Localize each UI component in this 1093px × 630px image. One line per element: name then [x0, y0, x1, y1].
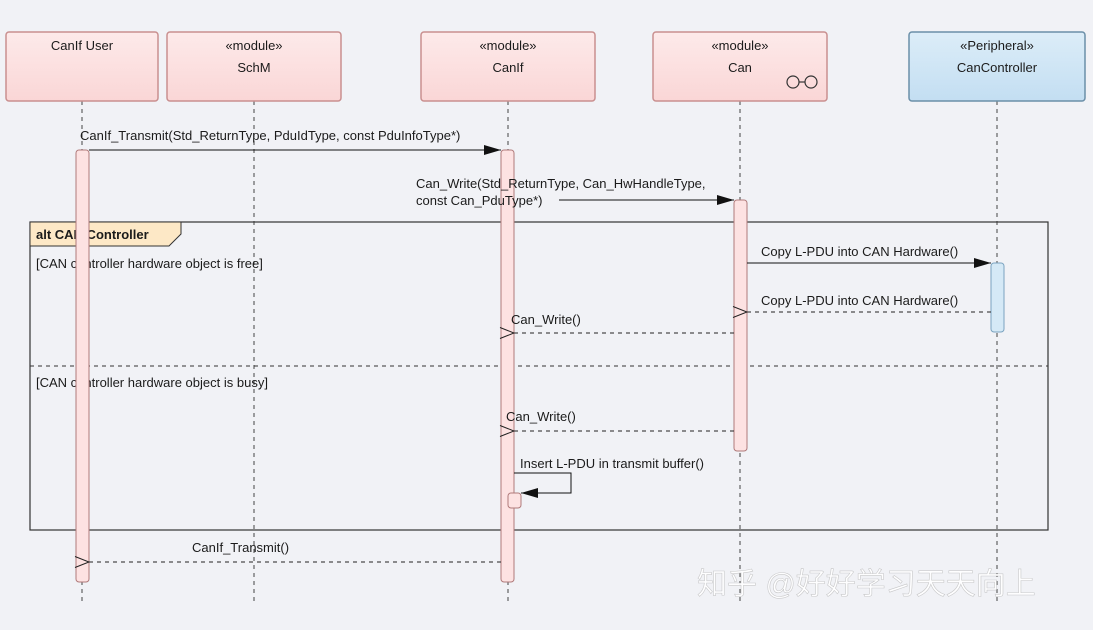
- msg-can-write-label-line2: const Can_PduType*): [416, 193, 542, 208]
- activation-can: [733, 199, 748, 452]
- msg-canif-transmit-return-label: CanIf_Transmit(): [192, 540, 289, 555]
- participant-cancontroller-box: [908, 31, 1086, 102]
- msg-copy-lpdu-return-label: Copy L-PDU into CAN Hardware(): [761, 293, 958, 308]
- alt-fragment: alt CAN Controller [CAN controller hardw…: [29, 221, 1049, 531]
- msg-can-write-return-free-label: Can_Write(): [511, 312, 581, 327]
- msg-can-write-label-line1: Can_Write(Std_ReturnType, Can_HwHandleTy…: [416, 176, 706, 191]
- msg-can-write-return-busy-label: Can_Write(): [506, 409, 576, 424]
- alt-fragment-frame: [29, 221, 1049, 531]
- participants: CanIf User «module» SchM «module» CanIf …: [5, 31, 1086, 102]
- participant-schm-name: SchM: [237, 60, 270, 75]
- participant-canif-user: CanIf User: [5, 31, 159, 102]
- participant-schm-box: [166, 31, 342, 102]
- alt-guard-busy: [CAN controller hardware object is busy]: [36, 375, 268, 390]
- alt-fragment-tab: [29, 221, 182, 247]
- msg-insert-lpdu-self-arrow: [514, 472, 572, 498]
- participant-canif-user-box: [5, 31, 159, 102]
- activation-cancontroller: [990, 262, 1005, 333]
- activation-canif-user: [75, 149, 90, 583]
- participant-can-box: [652, 31, 828, 102]
- msg-canif-transmit-label: CanIf_Transmit(Std_ReturnType, PduIdType…: [80, 128, 460, 143]
- participant-canif-box: [420, 31, 596, 102]
- subsystem-link-icon: [786, 75, 818, 89]
- activation-canif-self: [507, 492, 522, 509]
- messages: CanIf_Transmit(Std_ReturnType, PduIdType…: [80, 128, 991, 562]
- participant-canif-stereotype: «module»: [479, 38, 536, 53]
- activation-canif: [500, 149, 515, 583]
- participant-canif: «module» CanIf: [420, 31, 596, 102]
- msg-insert-lpdu-label: Insert L-PDU in transmit buffer(): [520, 456, 704, 471]
- alt-fragment-title: alt CAN Controller: [36, 227, 149, 242]
- participant-cancontroller-name: CanController: [957, 60, 1038, 75]
- alt-guard-free: [CAN controller hardware object is free]: [36, 256, 263, 271]
- msg-copy-lpdu-label: Copy L-PDU into CAN Hardware(): [761, 244, 958, 259]
- participant-canif-name: CanIf: [492, 60, 523, 75]
- participant-cancontroller-stereotype: «Peripheral»: [960, 38, 1034, 53]
- participant-can-name: Can: [728, 60, 752, 75]
- participant-canif-user-name: CanIf User: [51, 38, 114, 53]
- participant-can-stereotype: «module»: [711, 38, 768, 53]
- participant-schm: «module» SchM: [166, 31, 342, 102]
- participant-schm-stereotype: «module»: [225, 38, 282, 53]
- participant-can: «module» Can: [652, 31, 828, 102]
- activations: [75, 149, 1005, 583]
- participant-cancontroller: «Peripheral» CanController: [908, 31, 1086, 102]
- zhihu-watermark: 知乎 @好好学习天天向上: [697, 568, 1036, 601]
